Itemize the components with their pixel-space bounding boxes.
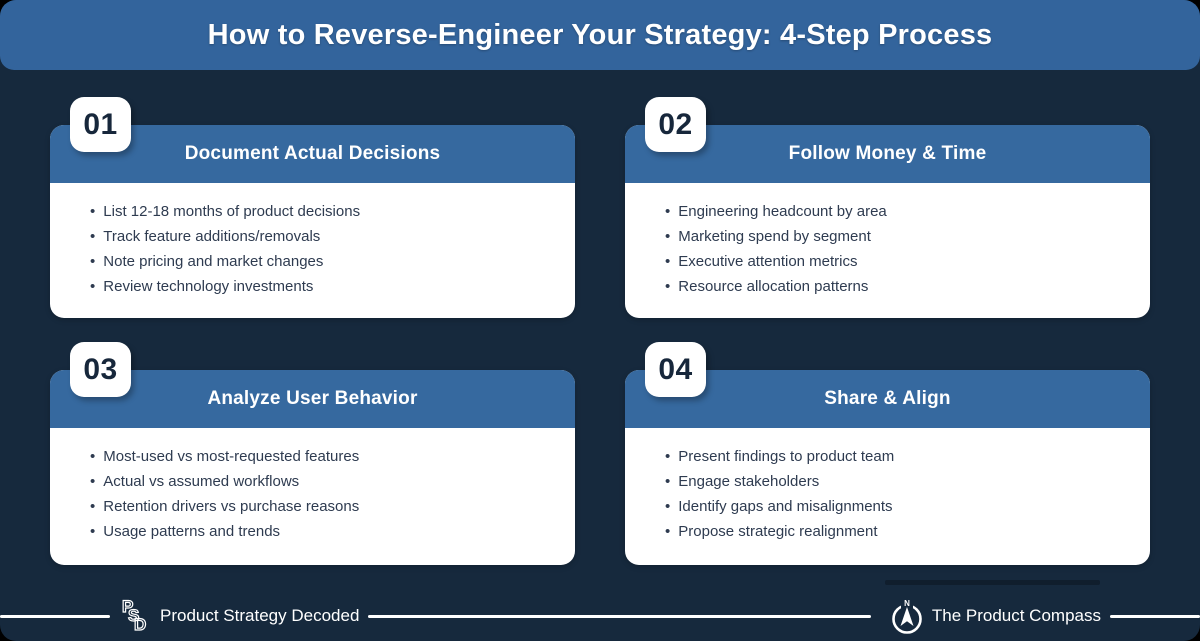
footer: P S D Product Strategy Decoded N The Pro…	[0, 596, 1200, 636]
bullet-item: Propose strategic realignment	[665, 519, 1130, 544]
brand-label: Product Strategy Decoded	[160, 606, 360, 625]
step-title: Analyze User Behavior	[207, 388, 418, 409]
footer-rule-left	[0, 614, 110, 618]
step-card-2: 02 Follow Money & Time Engineering headc…	[625, 97, 1150, 318]
compass-icon: N	[892, 599, 922, 634]
bullet-list: List 12-18 months of product decisions T…	[90, 199, 555, 299]
bullet-item: Executive attention metrics	[665, 249, 1130, 274]
bullet-item: Most-used vs most-requested features	[90, 444, 555, 469]
svg-text:N: N	[904, 599, 910, 608]
step-number: 01	[83, 107, 118, 141]
bullet-item: Retention drivers vs purchase reasons	[90, 494, 555, 519]
brand-the-product-compass: N The Product Compass	[880, 596, 1110, 636]
svg-text:D: D	[134, 615, 146, 634]
step-title: Follow Money & Time	[788, 143, 987, 164]
step-card-body-4: Present findings to product team Engage …	[625, 428, 1150, 565]
step-number-badge-2: 02	[645, 97, 706, 152]
footer-rule-right	[1110, 614, 1200, 618]
step-card-header-1: Document Actual Decisions	[50, 125, 575, 183]
bullet-list: Most-used vs most-requested features Act…	[90, 444, 555, 544]
step-number-badge-1: 01	[70, 97, 131, 152]
svg-text:S: S	[128, 606, 139, 625]
bullet-list: Engineering headcount by area Marketing …	[665, 199, 1130, 299]
bullet-item: Engineering headcount by area	[665, 199, 1130, 224]
step-title: Share & Align	[824, 388, 951, 409]
bullet-item: Actual vs assumed workflows	[90, 469, 555, 494]
bullet-list: Present findings to product team Engage …	[665, 444, 1130, 544]
step-number-badge-4: 04	[645, 342, 706, 397]
step-card-header-3: Analyze User Behavior	[50, 370, 575, 428]
step-card-3: 03 Analyze User Behavior Most-used vs mo…	[50, 342, 575, 565]
bullet-item: Identify gaps and misalignments	[665, 494, 1130, 519]
footer-rule-middle	[368, 614, 871, 618]
psd-monogram-icon: P S D	[121, 597, 146, 635]
page-title: How to Reverse-Engineer Your Strategy: 4…	[207, 18, 993, 51]
step-number: 02	[658, 107, 693, 141]
brand-product-strategy-decoded: P S D Product Strategy Decoded	[110, 597, 359, 635]
step-number: 03	[83, 352, 118, 386]
step-card-header-2: Follow Money & Time	[625, 125, 1150, 183]
bullet-item: Review technology investments	[90, 274, 555, 299]
footer-shadow-bar	[885, 580, 1100, 585]
step-number-badge-3: 03	[70, 342, 131, 397]
step-card-header-4: Share & Align	[625, 370, 1150, 428]
title-banner: How to Reverse-Engineer Your Strategy: 4…	[0, 0, 1200, 70]
bullet-item: Present findings to product team	[665, 444, 1130, 469]
bullet-item: Track feature additions/removals	[90, 224, 555, 249]
step-card-4: 04 Share & Align Present findings to pro…	[625, 342, 1150, 565]
svg-text:P: P	[122, 597, 133, 616]
bullet-item: Engage stakeholders	[665, 469, 1130, 494]
step-number: 04	[658, 352, 693, 386]
bullet-item: Resource allocation patterns	[665, 274, 1130, 299]
bullet-item: Usage patterns and trends	[90, 519, 555, 544]
step-card-body-3: Most-used vs most-requested features Act…	[50, 428, 575, 565]
brand-label: The Product Compass	[931, 606, 1101, 625]
bullet-item: Note pricing and market changes	[90, 249, 555, 274]
step-title: Document Actual Decisions	[184, 143, 441, 164]
bullet-item: Marketing spend by segment	[665, 224, 1130, 249]
step-card-body-2: Engineering headcount by area Marketing …	[625, 183, 1150, 318]
bullet-item: List 12-18 months of product decisions	[90, 199, 555, 224]
step-card-1: 01 Document Actual Decisions List 12-18 …	[50, 97, 575, 318]
step-card-body-1: List 12-18 months of product decisions T…	[50, 183, 575, 318]
